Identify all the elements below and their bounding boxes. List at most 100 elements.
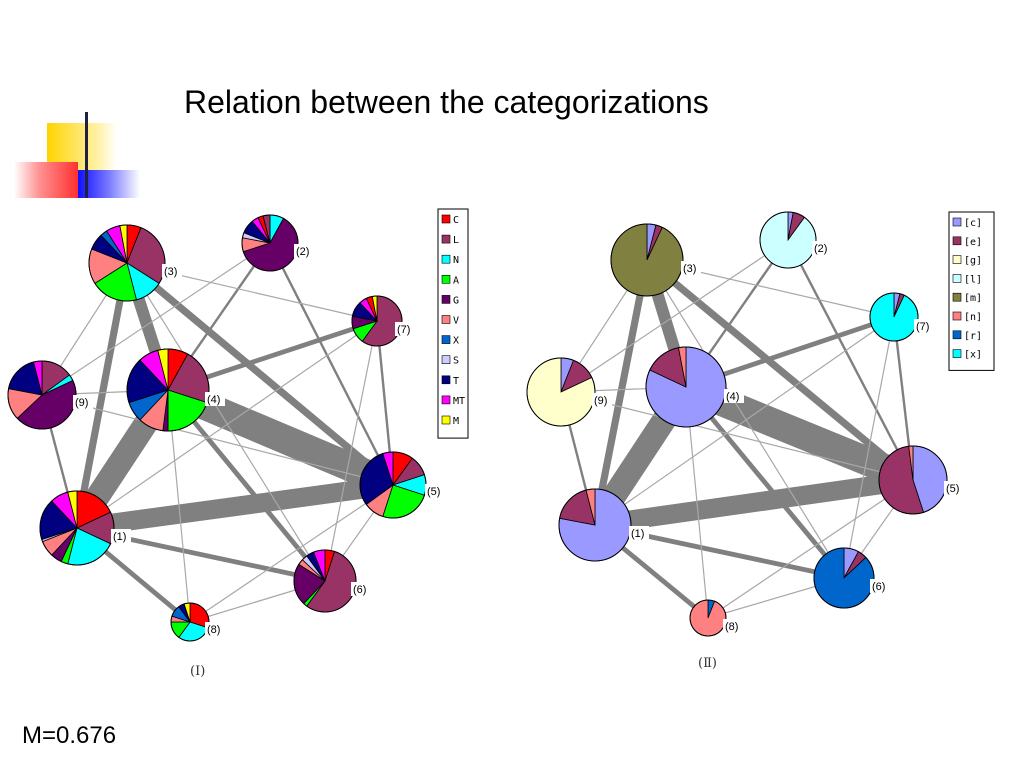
pie-outline [610,223,684,297]
node-label: (2) [296,246,309,258]
node-pie-1[interactable] [558,488,632,562]
node-label-bg [205,392,225,406]
legend-label: M [453,416,459,427]
pie-outline [759,211,817,269]
edge-3-6 [126,262,326,582]
edge-2-5 [268,242,395,486]
pie-outline [351,295,403,347]
legend-swatch [952,274,962,283]
node-label: (9) [75,397,88,409]
pie-outline [526,357,596,427]
legend-label: [r] [964,331,982,342]
legend-label: L [453,235,459,246]
edge-2-5 [786,239,915,481]
node-pie-7[interactable] [351,295,403,347]
node-label: (7) [916,321,929,333]
node-pie-1[interactable] [39,490,115,566]
pie-outline [869,292,919,342]
node-pie-7[interactable] [869,292,919,342]
node-pie-3[interactable] [610,223,684,297]
pie-outline [558,488,632,562]
edge-1-3 [591,259,651,526]
node-pie-6[interactable] [293,549,357,613]
edge-2-9 [41,242,271,396]
node-label: (3) [683,263,696,275]
edge-5-8 [707,479,914,619]
edge-4-6 [684,385,846,580]
legend-label: C [453,215,459,226]
node-pie-5[interactable] [359,451,427,519]
edge-4-5 [680,373,919,494]
edge-1-7 [76,320,378,529]
node-pie-2[interactable] [759,211,817,269]
panel-label-ii: (Ⅱ) [698,656,717,671]
legend-label: [l] [964,274,982,285]
node-label-bg [294,244,314,258]
edge-1-7 [594,316,895,526]
node-label: (8) [725,621,738,633]
node-label: (7) [397,324,410,336]
legend-label: T [453,376,459,387]
node-label: (6) [353,584,366,596]
legend-swatch [952,255,962,264]
legend-swatch [952,236,962,246]
legend-label: [g] [964,256,982,267]
legend-label: G [453,295,459,306]
legend-label: A [453,275,459,286]
deco-vertical-line [85,112,88,198]
node-label-bg [592,393,612,407]
node-pie-5[interactable] [878,445,948,515]
node-pie-3[interactable] [88,224,166,302]
legend-swatch [441,234,451,244]
legend-label: MT [453,396,465,407]
legend-swatch [952,349,962,358]
legend-swatch [441,315,451,324]
legend-swatch [441,274,451,284]
pie-outline [241,214,299,272]
pie-outline [293,549,357,613]
node-pie-9[interactable] [7,360,77,430]
pie-outline [689,599,727,637]
legend-label: [n] [964,312,982,323]
pie-outline [126,348,210,432]
edge-3-6 [646,259,845,579]
node-pie-8[interactable] [689,599,727,637]
edge-2-9 [560,239,789,393]
legend-label: [m] [964,293,982,304]
node-label: (2) [814,243,827,255]
node-label-bg [812,241,832,255]
node-label: (4) [726,391,739,403]
node-label: (1) [113,531,126,543]
legend-swatch [441,335,451,344]
legend-label: [e] [964,237,982,248]
node-label-bg [73,395,93,409]
pie-outline [813,547,875,609]
edge-7-6 [843,316,895,579]
legend-swatch [441,415,451,425]
edge-1-3 [73,262,131,529]
modularity-value: M=0.676 [22,722,117,749]
edge-3-5 [644,257,916,483]
node-pie-9[interactable] [526,357,596,427]
legend: [c][e][g][l][m][n][r][x] [948,211,995,371]
node-pie-2[interactable] [241,214,299,272]
legend-label: [c] [964,218,982,229]
node-label: (3) [164,266,177,278]
node-label-bg [914,319,934,333]
node-pie-4[interactable] [645,346,727,428]
legend-swatch [952,292,962,302]
node-pie-8[interactable] [170,602,210,642]
node-label-bg [395,322,415,336]
legend-swatch [441,355,451,365]
node-pie-6[interactable] [813,547,875,609]
edge-5-8 [189,484,394,623]
node-label-bg [205,622,225,636]
pie-outline [645,346,727,428]
node-pie-4[interactable] [126,348,210,432]
node-label: (9) [594,395,607,407]
legend-box [948,211,995,371]
deco-red-block [14,162,78,198]
